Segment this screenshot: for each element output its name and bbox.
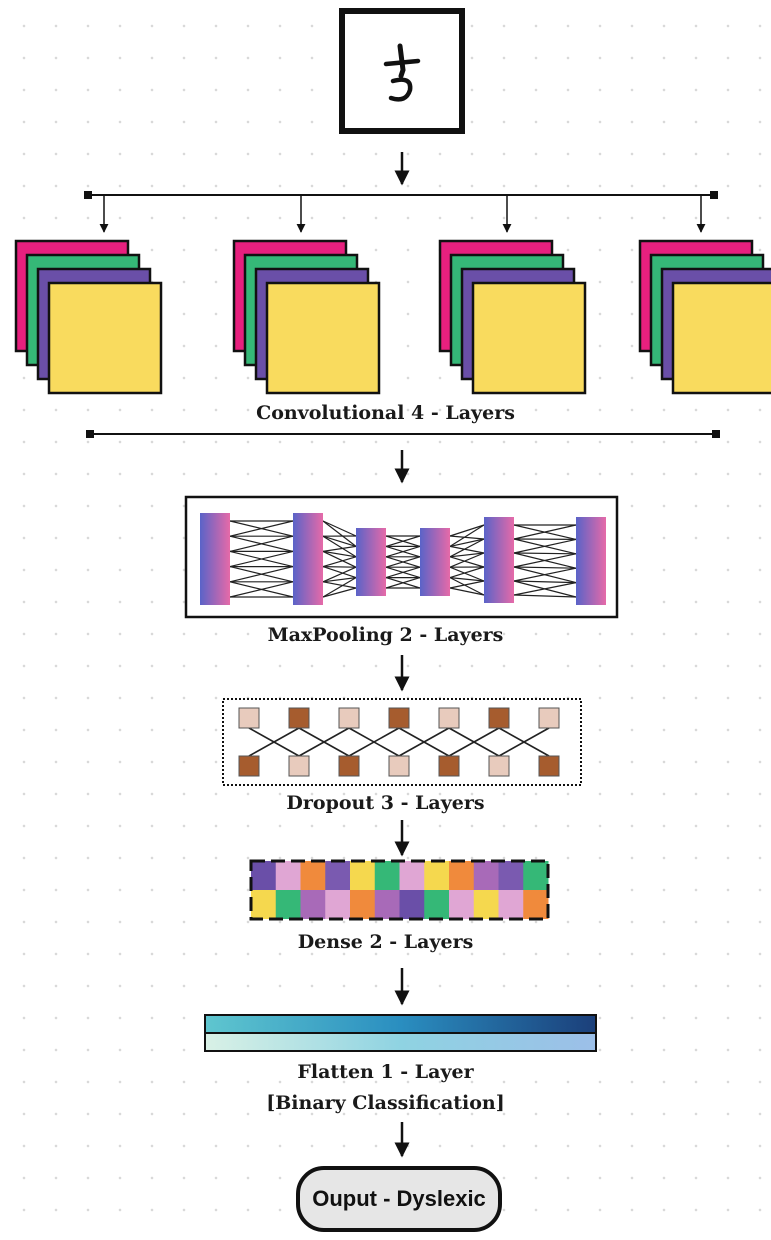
- flatten-layer-sublabel: [Binary Classification]: [266, 1092, 505, 1114]
- dropout-node: [238, 707, 260, 729]
- dense-cell: [399, 861, 425, 890]
- dense-cell: [449, 861, 475, 890]
- input-image: [339, 8, 465, 134]
- dense-cell: [399, 890, 425, 919]
- dense-cell: [275, 890, 301, 919]
- dropout-node: [538, 755, 560, 777]
- dropout-node: [388, 755, 410, 777]
- conv-stack-3: [438, 239, 587, 395]
- dense-cell: [325, 861, 351, 890]
- dense-block: [249, 859, 550, 921]
- maxpool-block: [184, 495, 619, 619]
- dropout-node: [388, 707, 410, 729]
- dense-cell: [498, 861, 524, 890]
- dense-cell: [251, 890, 277, 919]
- conv-distribution-bar: [84, 191, 718, 233]
- output-node: Ouput - Dyslexic: [296, 1166, 502, 1232]
- dropout-block: [222, 698, 582, 786]
- dense-cell: [325, 890, 351, 919]
- dense-cell: [473, 861, 499, 890]
- pool-bar: [293, 513, 323, 605]
- pool-bar: [356, 528, 386, 596]
- dropout-node: [338, 755, 360, 777]
- dropout-node: [238, 755, 260, 777]
- conv-stack-4: [638, 239, 771, 395]
- pool-bar: [484, 517, 514, 603]
- dense-cell: [523, 890, 549, 919]
- output-label: Ouput - Dyslexic: [312, 1186, 486, 1211]
- dense-cell: [498, 890, 524, 919]
- dense-cell: [424, 861, 450, 890]
- dropout-node: [338, 707, 360, 729]
- conv-stack-2: [232, 239, 381, 395]
- pool-bar: [576, 517, 606, 605]
- dense-cell: [350, 890, 376, 919]
- conv-stack-1: [14, 239, 163, 395]
- dropout-node: [288, 707, 310, 729]
- dense-cell: [251, 861, 277, 890]
- pool-bar: [420, 528, 450, 596]
- dense-cell: [374, 890, 400, 919]
- conv-merge-bar: [86, 430, 720, 438]
- dense-cell: [300, 861, 326, 890]
- dropout-node: [438, 707, 460, 729]
- conv-layer-label: Convolutional 4 - Layers: [256, 402, 515, 424]
- dense-cell: [523, 861, 549, 890]
- dropout-node: [538, 707, 560, 729]
- dense-cell: [350, 861, 376, 890]
- flatten-block: [204, 1014, 597, 1052]
- maxpool-layer-label: MaxPooling 2 - Layers: [267, 624, 504, 646]
- dropout-node: [288, 755, 310, 777]
- dense-cell: [374, 861, 400, 890]
- dense-cell: [473, 890, 499, 919]
- dropout-node: [488, 707, 510, 729]
- dropout-node: [438, 755, 460, 777]
- dense-layer-label: Dense 2 - Layers: [297, 931, 474, 953]
- pool-bar: [200, 513, 230, 605]
- dense-cell: [449, 890, 475, 919]
- dense-cell: [424, 890, 450, 919]
- dropout-layer-label: Dropout 3 - Layers: [286, 792, 485, 814]
- dense-cell: [275, 861, 301, 890]
- dropout-node: [488, 755, 510, 777]
- dense-cell: [300, 890, 326, 919]
- flatten-layer-label: Flatten 1 - Layer: [297, 1061, 474, 1083]
